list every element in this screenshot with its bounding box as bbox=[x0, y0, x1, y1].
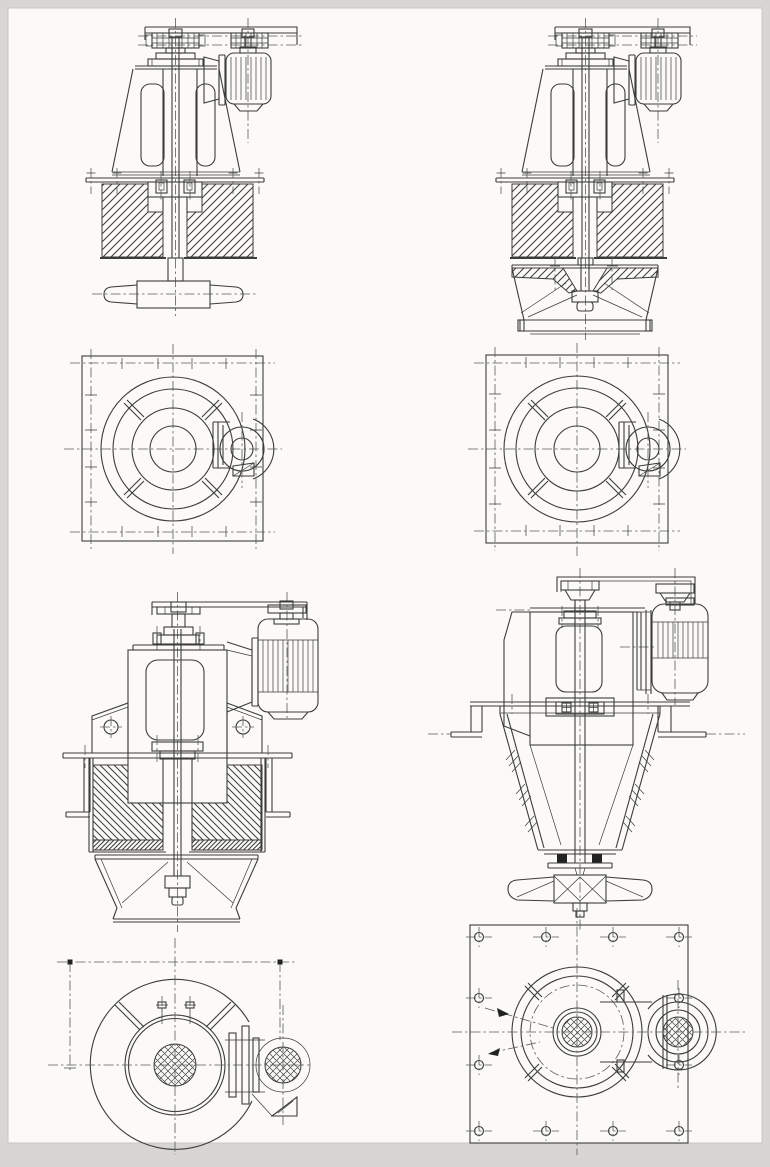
foundation-section bbox=[100, 183, 257, 259]
edge-centerlines bbox=[64, 344, 282, 554]
gear-housing bbox=[521, 65, 651, 176]
figure-elevation-top-left bbox=[85, 18, 302, 316]
shaft bbox=[171, 48, 180, 258]
mounting-plate bbox=[81, 355, 264, 542]
figure-plan-bottom-right bbox=[452, 908, 748, 1155]
top-bearing bbox=[558, 606, 602, 628]
centerlines bbox=[452, 908, 748, 1155]
lower-stuffing-box bbox=[151, 735, 204, 762]
impeller-bar bbox=[103, 257, 244, 309]
belt-guard bbox=[151, 600, 308, 628]
ribs bbox=[123, 399, 223, 499]
figure-elevation-top-right bbox=[495, 18, 697, 340]
belt-tensioner bbox=[270, 1095, 298, 1117]
ribs bbox=[527, 399, 627, 499]
centerlines bbox=[48, 938, 310, 1155]
motor bbox=[203, 46, 272, 112]
figure-elevation-bottom-right bbox=[428, 568, 745, 930]
propeller bbox=[507, 874, 653, 918]
motor-plan bbox=[212, 412, 275, 488]
motor bbox=[636, 597, 709, 701]
shaft bbox=[574, 600, 586, 863]
impeller-cone-disc bbox=[511, 256, 659, 335]
centerlines bbox=[496, 568, 676, 930]
motor bbox=[226, 618, 319, 720]
cover-table bbox=[62, 745, 293, 818]
motor-plan bbox=[618, 412, 681, 488]
figure-elevation-bottom-left bbox=[62, 592, 319, 932]
top-bearing bbox=[152, 626, 205, 650]
ribs bbox=[114, 1001, 236, 1031]
gear-housing bbox=[111, 65, 241, 176]
figure-plan-top-right bbox=[468, 343, 686, 556]
centerlines bbox=[548, 18, 697, 340]
motor bbox=[613, 46, 682, 112]
housing-circles bbox=[503, 375, 651, 523]
shaft bbox=[581, 48, 590, 258]
housing-circles bbox=[100, 376, 246, 522]
figure-plan-bottom-left bbox=[48, 938, 311, 1155]
cover-bolts bbox=[156, 996, 196, 1024]
figure-plan-top-left bbox=[64, 344, 282, 554]
support-table bbox=[428, 694, 745, 738]
centerlines bbox=[92, 18, 302, 316]
conical-casing bbox=[499, 706, 661, 876]
lined-vessel-section bbox=[88, 758, 266, 853]
shaft bbox=[173, 629, 182, 876]
phantom-plate-outline bbox=[57, 959, 295, 1070]
impeller-cone bbox=[94, 854, 259, 923]
leader-lines bbox=[484, 1007, 554, 1056]
foundation-section bbox=[510, 183, 667, 259]
